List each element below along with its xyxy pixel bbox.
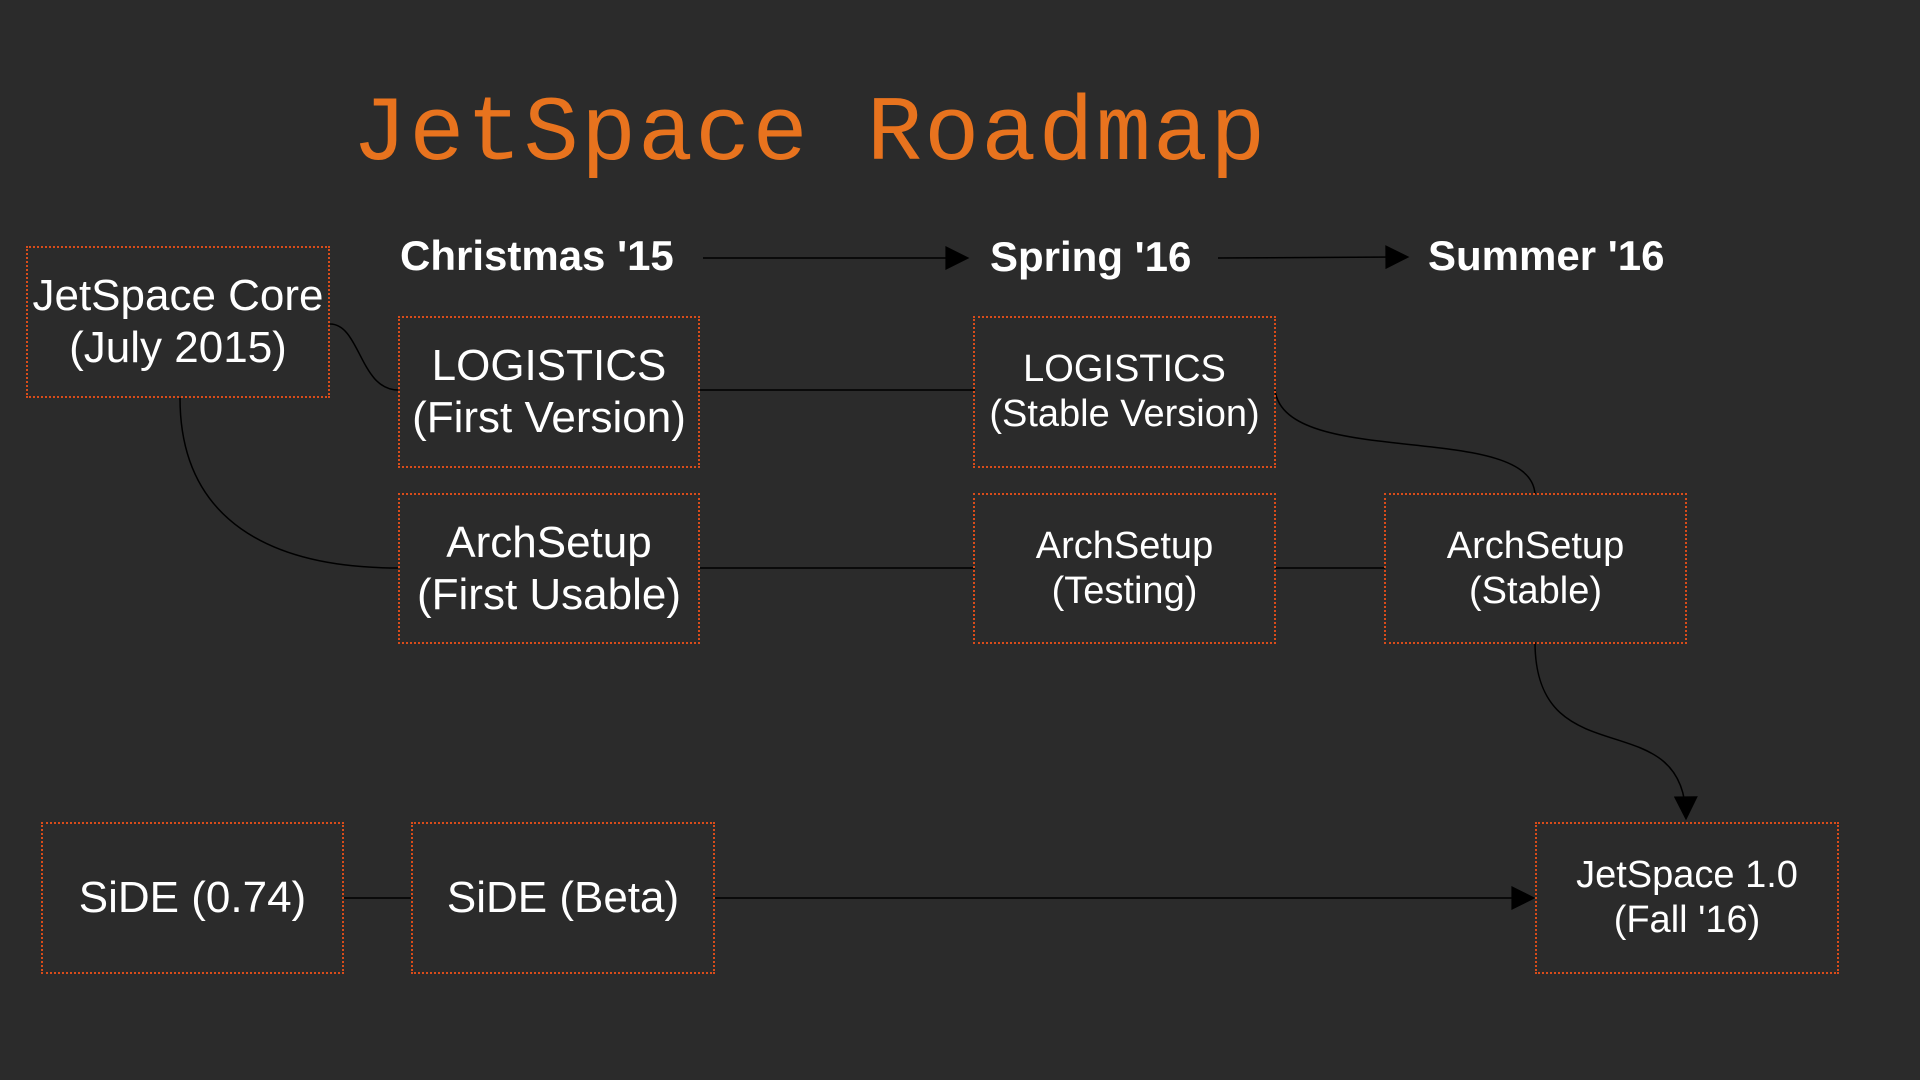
node-label-line1: SiDE (Beta) (446, 873, 680, 923)
node-archsetup-testing: ArchSetup (Testing) (973, 493, 1276, 644)
node-label-line2: (Stable) (1468, 569, 1603, 612)
node-label-line2: (Testing) (1051, 569, 1198, 612)
edge-logistics-stable-archsetup-stable (1274, 389, 1536, 495)
node-label-line1: ArchSetup (1035, 524, 1214, 567)
node-archsetup-first: ArchSetup (First Usable) (398, 493, 700, 644)
node-label-line2: (First Version) (412, 393, 686, 442)
node-label-line1: LOGISTICS (431, 341, 667, 391)
node-logistics-stable: LOGISTICS (Stable Version) (973, 316, 1276, 468)
node-label-line2: (First Usable) (416, 569, 682, 619)
node-logistics-first: LOGISTICS (First Version) (398, 316, 700, 468)
node-label-line1: JetSpace Core (32, 271, 324, 321)
edge-core-archsetup (179, 397, 399, 569)
edge-spring-summer (1217, 245, 1410, 270)
milestone-christmas-15: Christmas '15 (400, 232, 674, 279)
node-label-line1: ArchSetup (446, 517, 652, 567)
node-label-line1: SiDE (0.74) (78, 873, 307, 923)
milestone-spring-16: Spring '16 (990, 233, 1192, 280)
node-side-beta: SiDE (Beta) (411, 822, 715, 974)
node-label-line2: (Stable Version) (989, 393, 1260, 435)
milestone-summer-16: Summer '16 (1428, 232, 1665, 279)
edge-core-logistics (329, 323, 399, 391)
node-label-line1: ArchSetup (1446, 524, 1625, 567)
node-label-line2: (Fall '16) (1613, 899, 1761, 941)
node-label-line2: (July 2015) (69, 323, 287, 372)
node-label-line1: JetSpace 1.0 (1576, 854, 1798, 897)
page-title: JetSpace Roadmap (352, 82, 1268, 187)
node-archsetup-stable: ArchSetup (Stable) (1384, 493, 1687, 644)
node-side-074: SiDE (0.74) (41, 822, 344, 974)
node-jetspace-core: JetSpace Core (July 2015) (26, 246, 330, 398)
node-jetspace-10: JetSpace 1.0 (Fall '16) (1535, 822, 1839, 974)
edge-archsetup-stable-jetspace (1534, 641, 1698, 821)
node-label-line1: LOGISTICS (1023, 348, 1226, 391)
